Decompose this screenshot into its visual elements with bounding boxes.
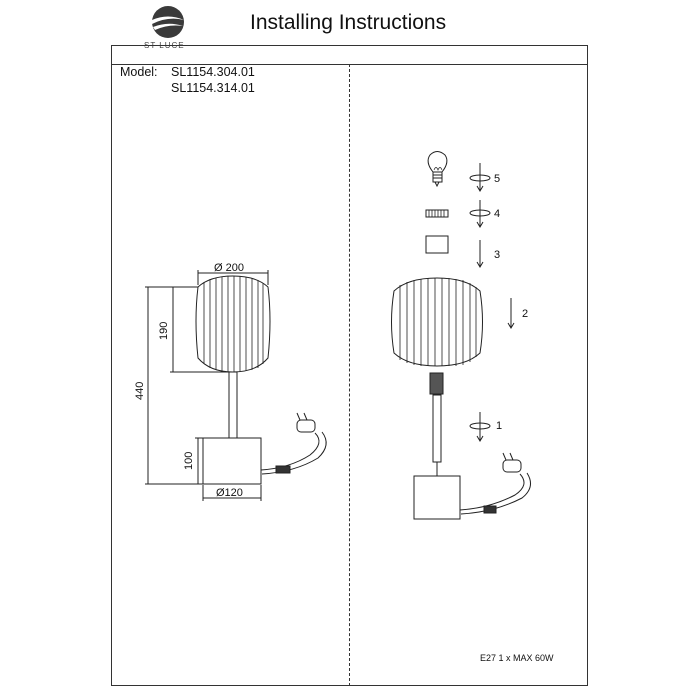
brand-logo bbox=[143, 3, 193, 53]
step-4-arrow-icon bbox=[469, 200, 491, 228]
step-1-label: 1 bbox=[496, 420, 502, 432]
step-3-label: 3 bbox=[494, 249, 500, 261]
ring-icon bbox=[425, 209, 449, 218]
step-2-label: 2 bbox=[522, 308, 528, 320]
dim-shade-height: 190 bbox=[158, 322, 170, 340]
instruction-frame bbox=[111, 45, 588, 686]
dim-total-height: 440 bbox=[134, 382, 146, 400]
dim-base-height: 100 bbox=[183, 452, 195, 470]
model-code-1: SL1154.304.01 bbox=[171, 65, 255, 79]
logo-mark-icon bbox=[152, 6, 184, 38]
step-5-arrow-icon bbox=[469, 163, 491, 192]
bulb-spec: E27 1 x MAX 60W bbox=[480, 653, 554, 663]
bulb-icon bbox=[427, 151, 448, 188]
column-divider bbox=[349, 64, 350, 686]
step-3-arrow-icon bbox=[476, 240, 484, 268]
step-2-arrow-icon bbox=[507, 298, 515, 329]
dim-shade-diameter: Ø 200 bbox=[214, 262, 244, 274]
dimensioned-lamp bbox=[145, 270, 327, 501]
model-code-2: SL1154.314.01 bbox=[171, 81, 255, 95]
step-arrows bbox=[469, 163, 515, 442]
dim-base-diameter: Ø120 bbox=[216, 487, 243, 499]
model-label: Model: bbox=[120, 65, 158, 79]
step-1-arrow-icon bbox=[469, 412, 491, 442]
page-title: Installing Instructions bbox=[250, 11, 447, 34]
step-4-label: 4 bbox=[494, 208, 500, 220]
exploded-view bbox=[391, 151, 532, 520]
step-5-label: 5 bbox=[494, 173, 500, 185]
cup-icon bbox=[425, 235, 449, 254]
